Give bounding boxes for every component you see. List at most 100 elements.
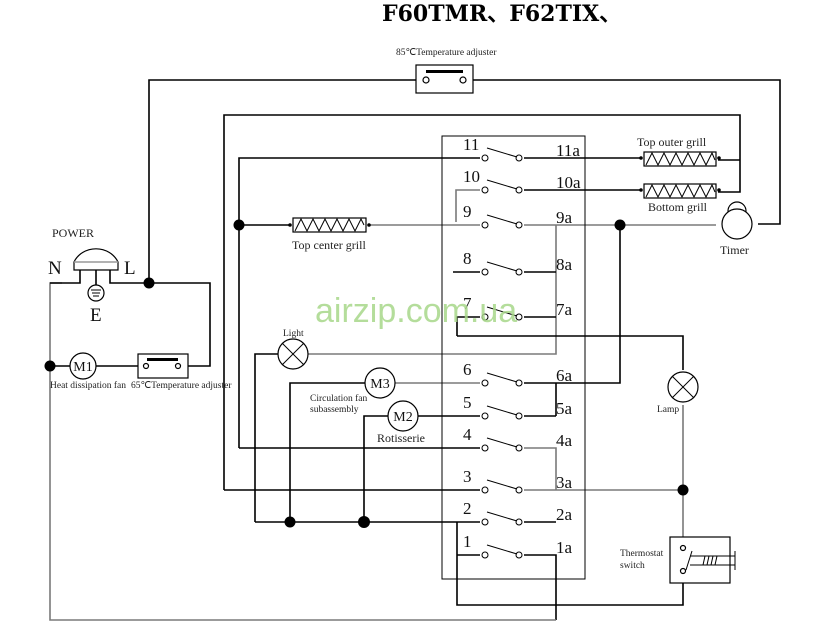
switch-in-label: 2 [463, 499, 472, 518]
resistor-icon [643, 151, 717, 167]
temperature-adjuster-65c: 65℃Temperature adjuster [131, 353, 232, 391]
switch-terminal-icon [481, 551, 489, 559]
m2-label: M2 [393, 410, 412, 425]
terminal-icon [174, 362, 182, 370]
switch-terminal-icon [481, 518, 489, 526]
temp-adjuster-85-label: 85℃Temperature adjuster [396, 48, 497, 58]
light: Light [277, 329, 309, 370]
switch-block-frame [441, 135, 586, 580]
switch-terminal-icon [481, 412, 489, 420]
adjuster-65-bar [147, 358, 178, 361]
wire-m3-left [289, 382, 365, 522]
switch-in-label: 8 [463, 249, 472, 268]
switch-out-label: 9a [556, 208, 573, 227]
plug-icon [73, 248, 119, 271]
switch-out-label: 10a [556, 173, 581, 192]
thermostat-switch: Thermostat switch [620, 536, 736, 584]
wire-light-left [254, 353, 278, 522]
temp-adjuster-65-label: 65℃Temperature adjuster [131, 381, 232, 391]
switch-7: 7 7a [463, 294, 573, 321]
top-center-grill-label: Top center grill [292, 238, 366, 252]
wire-l-to-85c [148, 79, 426, 283]
switch-contact-icon [486, 214, 518, 225]
switch-out-label: 1a [556, 538, 573, 557]
switch-terminal-icon [481, 486, 489, 494]
switch-in-label: 3 [463, 467, 472, 486]
switch-terminal-icon [515, 154, 523, 162]
switch-in-label: 9 [463, 202, 472, 221]
junction-dot [614, 219, 626, 231]
wire-2-to-thermo [456, 522, 684, 606]
m3-label: M3 [370, 377, 389, 392]
switch-in-label: 4 [463, 425, 472, 444]
switch-contact-icon [486, 437, 518, 448]
junction-dot [233, 219, 245, 231]
switch-in-label: 11 [463, 135, 479, 154]
switch-out-label: 2a [556, 505, 573, 524]
switch-in-label: 7 [463, 294, 472, 313]
diagram-title: F60TMR、F62TIX、 [382, 1, 621, 27]
switch-out-label: 8a [556, 255, 573, 274]
switch-terminal-icon [481, 379, 489, 387]
bottom-grill: Bottom grill [639, 183, 721, 214]
switch-out-label: 7a [556, 300, 573, 319]
switch-2: 2 2a [463, 499, 573, 526]
wire-m2-left [363, 415, 388, 522]
live-label: L [124, 258, 136, 279]
circulation-label-2: subassembly [310, 405, 359, 415]
circulation-fan: M3 Circulation fan subassembly [310, 367, 396, 415]
switch-terminal-icon [515, 518, 523, 526]
timer-label: Timer [720, 243, 749, 257]
switch-8: 8 8a [463, 249, 573, 276]
junction-dot [358, 516, 370, 528]
terminal-icon [459, 76, 467, 84]
switch-11: 11 11a [463, 135, 580, 162]
switch-terminal-icon [515, 551, 523, 559]
circulation-label: Circulation fan [310, 393, 367, 404]
switch-terminal-icon [515, 412, 523, 420]
junction-dot [284, 516, 296, 528]
switch-terminal-icon [481, 221, 489, 229]
switch-6: 6 6a [463, 360, 573, 387]
switch-out-label: 4a [556, 431, 573, 450]
switch-contact-icon [486, 261, 518, 272]
resistor-icon [643, 183, 717, 199]
top-outer-grill-label: Top outer grill [637, 135, 707, 149]
switch-contact-icon [486, 147, 518, 158]
timer-icon [721, 208, 753, 240]
wire-7-in [456, 316, 480, 336]
wire-85c-to-timer [466, 79, 781, 225]
lamp: Lamp [657, 371, 699, 415]
switch-in-label: 6 [463, 360, 472, 379]
heat-fan-label: Heat dissipation fan [50, 380, 126, 391]
switch-out-label: 6a [556, 366, 573, 385]
switch-contact-icon [486, 511, 518, 522]
motor-icon [387, 400, 419, 432]
switch-terminal-icon [515, 379, 523, 387]
bottom-grill-label: Bottom grill [648, 200, 708, 214]
switch-terminal-icon [515, 186, 523, 194]
wire-10-in [455, 189, 480, 222]
thermostat-label-2: switch [620, 561, 645, 571]
switch-out-label: 11a [556, 141, 580, 160]
wire-9a-down-light [308, 225, 557, 355]
wire-4a-3a [524, 447, 557, 490]
switch-contact-icon [486, 306, 518, 317]
adjuster-85-bar [426, 70, 463, 73]
thermostat-label: Thermostat [620, 549, 664, 559]
switch-4: 4 4a [463, 425, 573, 452]
switch-contact-icon [486, 179, 518, 190]
thermostat-body [669, 536, 731, 584]
switch-in-label: 10 [463, 167, 480, 186]
wire-3-to-grills [223, 114, 741, 490]
switch-10: 10 10a [463, 167, 581, 194]
neutral-label: N [48, 258, 62, 279]
switch-terminal-icon [515, 313, 523, 321]
wire-11-in [238, 157, 480, 448]
wire-l-to-65c [149, 282, 211, 367]
switch-terminal-icon [515, 444, 523, 452]
